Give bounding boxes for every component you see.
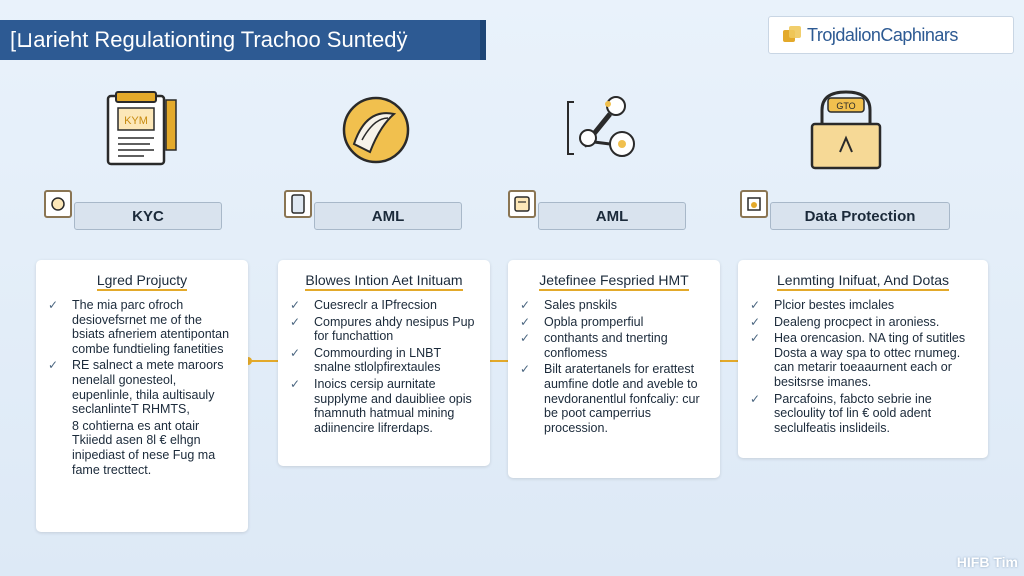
card-list: ✓Cuesreclr a IPfrecsion ✓Compures ahdy n… — [288, 298, 480, 435]
list-item: 8 cohtierna es ant otair Tkiiedd asen 8l… — [72, 418, 216, 477]
check-icon: ✓ — [750, 331, 761, 346]
shield-doc-icon — [740, 190, 768, 218]
page-title: [⊔arieht Regulationting Trachoo Suntedÿ — [10, 27, 408, 52]
lock-icon-text: GTO — [836, 101, 855, 111]
list-item: ✓Parcafoins, fabcto sebrie ine secloulit… — [750, 391, 932, 435]
category-tag-aml-1[interactable]: AML — [284, 190, 484, 230]
card-aml-1: Blowes Intion Aet Inituam ✓Cuesreclr a I… — [278, 260, 490, 466]
list-item: ✓Opbla promperfiul — [520, 314, 644, 329]
check-icon: ✓ — [48, 298, 59, 312]
card-data-protection: Lenmting Inifuat, And Dotas ✓Plcior best… — [738, 260, 988, 458]
list-item: ✓Plcior bestes imclales — [750, 298, 895, 312]
phone-icon — [284, 190, 312, 218]
lock-icon: GTO — [806, 88, 886, 172]
kyc-icon-text: KYM — [124, 115, 148, 127]
card-list: ✓Sales pnskils ✓Opbla promperfiul ✓conth… — [518, 298, 710, 435]
coins-icon — [336, 88, 416, 172]
brand-logo-box[interactable]: TrojdalionCaphinars — [768, 16, 1014, 54]
category-label: AML — [314, 202, 462, 230]
check-icon: ✓ — [520, 331, 531, 346]
list-item: ✓Sales pnskils — [520, 298, 617, 312]
list-item: ✓Commourding in LNBT snalne stlolpfirext… — [290, 345, 441, 375]
list-item: ✓RE salnect a mete maroors nenelall gone… — [48, 358, 224, 417]
check-icon: ✓ — [290, 345, 301, 360]
card-kyc: Lgred Projucty ✓The mia parc ofroch desi… — [36, 260, 248, 532]
network-icon — [564, 88, 644, 172]
terminal-icon — [508, 190, 536, 218]
check-icon: ✓ — [290, 298, 301, 312]
card-list: ✓Plcior bestes imclales ✓Dealeng procpec… — [748, 298, 978, 435]
check-icon: ✓ — [520, 362, 531, 377]
brand-cube-icon — [783, 26, 801, 44]
card-aml-2: Jetefinee Fespried HMT ✓Sales pnskils ✓O… — [508, 260, 720, 478]
list-item: ✓The mia parc ofroch desiovefsrnet me of… — [48, 298, 230, 356]
brand-name: TrojdalionCaphinars — [807, 24, 958, 45]
check-icon: ✓ — [290, 314, 301, 329]
list-item: ✓conthants and tnerting conflomess — [520, 331, 668, 360]
category-label: Data Protection — [770, 202, 950, 230]
document-kyc-icon: KYM — [104, 88, 184, 172]
category-tag-data-protection[interactable]: Data Protection — [740, 190, 960, 230]
check-icon: ✓ — [48, 358, 59, 373]
category-tag-kyc[interactable]: KYC — [44, 190, 244, 230]
list-item: ✓Compures ahdy nesipus Pup for funchatti… — [290, 314, 475, 344]
card-title: Lgred Projucty — [46, 272, 238, 298]
category-label: AML — [538, 202, 686, 230]
list-item: ✓Inoics cersip aurnitate supplyme and da… — [290, 376, 472, 435]
category-tag-aml-2[interactable]: AML — [508, 190, 708, 230]
id-card-icon — [44, 190, 72, 218]
check-icon: ✓ — [520, 298, 531, 312]
category-label: KYC — [74, 202, 222, 230]
list-item: ✓Cuesreclr a IPfrecsion — [290, 298, 437, 312]
page-title-banner: [⊔arieht Regulationting Trachoo Suntedÿ — [0, 20, 486, 60]
card-title: Blowes Intion Aet Inituam — [288, 272, 480, 298]
card-title: Lenmting Inifuat, And Dotas — [748, 272, 978, 298]
check-icon: ✓ — [750, 298, 761, 312]
list-item: ✓Hea orencasion. NA ting of sutitles Dos… — [750, 331, 966, 389]
watermark: HIFB Tim — [956, 554, 1018, 570]
card-list: ✓The mia parc ofroch desiovefsrnet me of… — [46, 298, 238, 477]
list-item: ✓Dealeng procpect in aroniess. — [750, 314, 940, 329]
check-icon: ✓ — [520, 314, 531, 329]
list-item: ✓Bilt aratertanels for erattest aumfine … — [520, 362, 700, 435]
check-icon: ✓ — [290, 376, 301, 391]
card-title: Jetefinee Fespried HMT — [518, 272, 710, 298]
connector-line-1 — [244, 357, 279, 365]
check-icon: ✓ — [750, 314, 761, 329]
check-icon: ✓ — [750, 391, 761, 406]
